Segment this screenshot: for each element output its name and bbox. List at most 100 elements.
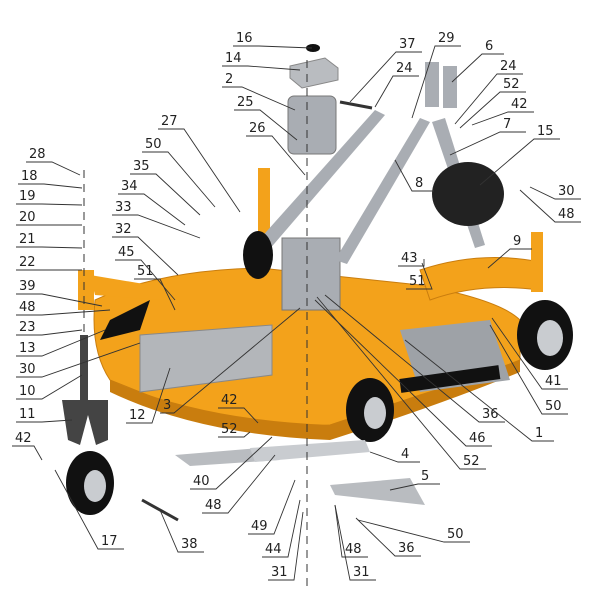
callout-27: 27 [158, 114, 241, 213]
leader-line [202, 454, 276, 514]
bracket-plate [425, 62, 439, 107]
callout-52: 52 [218, 422, 251, 438]
leader-line [54, 469, 124, 550]
callout-number: 18 [21, 169, 38, 184]
callout-number: 48 [345, 542, 362, 557]
callout-number: 52 [221, 422, 238, 437]
leader-line [234, 109, 298, 141]
callout-number: 28 [29, 147, 46, 162]
callout-number: 31 [353, 565, 370, 580]
callout-number: 25 [237, 95, 254, 110]
leader-line [16, 203, 83, 206]
callout-number: 7 [503, 117, 511, 132]
callout-36: 36 [355, 517, 421, 557]
callout-42: 42 [218, 393, 259, 424]
callout-9: 9 [487, 234, 532, 269]
callout-number: 43 [401, 251, 418, 266]
leader-line [218, 431, 251, 438]
leader-line [459, 91, 526, 129]
leader-line [134, 278, 176, 311]
leader-line [16, 419, 73, 423]
callout-42: 42 [471, 97, 534, 126]
callout-52: 52 [316, 296, 486, 470]
callout-number: 52 [463, 454, 480, 469]
callout-21: 21 [16, 232, 83, 249]
callout-number: 44 [265, 542, 282, 557]
leader-line [16, 374, 83, 400]
callout-number: 5 [421, 469, 429, 484]
leader-line [479, 138, 560, 186]
callout-35: 35 [130, 159, 201, 216]
leader-line [222, 65, 301, 71]
callout-51: 51 [134, 264, 176, 311]
callout-50: 50 [489, 324, 568, 415]
deck-parts [62, 44, 573, 590]
link-arm-left [250, 110, 385, 258]
leader-line [398, 259, 425, 267]
caster-post-right [531, 232, 543, 292]
rubber-flap-left [100, 300, 150, 340]
frame-arm-left [90, 275, 160, 300]
callout-number: 33 [115, 200, 132, 215]
callout-1: 1 [404, 339, 554, 442]
caster-post-left [258, 168, 270, 238]
leader-line [487, 248, 532, 269]
leader-line [316, 296, 486, 470]
callout-52: 52 [459, 77, 526, 129]
callout-3: 3 [160, 307, 301, 414]
callout-29: 29 [411, 31, 461, 119]
leader-line [16, 329, 83, 336]
callout-31: 31 [268, 511, 304, 581]
callout-number: 41 [545, 374, 562, 389]
callout-14: 14 [222, 51, 301, 71]
callout-number: 40 [193, 474, 210, 489]
callout-number: 16 [236, 31, 253, 46]
callout-number: 49 [251, 519, 268, 534]
leader-line [218, 407, 259, 424]
caster-hub-right [537, 320, 563, 356]
leader-line [314, 299, 492, 447]
callout-number: 24 [396, 61, 413, 76]
callout-number: 42 [221, 393, 238, 408]
callout-34: 34 [118, 179, 186, 226]
callout-number: 3 [163, 398, 171, 413]
callout-13: 13 [16, 329, 106, 357]
callout-40: 40 [190, 436, 273, 490]
leader-line [324, 294, 505, 423]
leader-line [112, 236, 179, 276]
callout-number: 19 [19, 189, 36, 204]
leader-line [112, 214, 201, 239]
callout-number: 21 [19, 232, 36, 247]
frame-arm-right [419, 257, 541, 301]
callout-43: 43 [398, 251, 425, 267]
leader-line [374, 75, 419, 108]
leader-line [190, 436, 273, 490]
side-guard-plate [139, 324, 273, 393]
callout-33: 33 [112, 200, 201, 239]
callout-2: 2 [222, 72, 296, 111]
callout-number: 2 [225, 72, 233, 87]
leader-line [334, 504, 376, 581]
callout-number: 23 [19, 320, 36, 335]
leader-line [357, 519, 470, 543]
callout-number: 13 [19, 341, 36, 356]
bolt-37 [339, 100, 373, 110]
callout-number: 8 [415, 176, 423, 191]
leader-line [355, 517, 421, 557]
callout-11: 11 [16, 407, 73, 423]
callout-number: 12 [129, 408, 146, 423]
leader-line [142, 151, 216, 208]
leader-line [471, 111, 534, 126]
leader-line [16, 329, 106, 357]
callout-5: 5 [389, 469, 440, 491]
gearbox-cover [287, 95, 337, 155]
callout-23: 23 [16, 320, 83, 336]
leader-line [369, 451, 420, 463]
leader-line [233, 45, 313, 49]
callout-number: 20 [19, 210, 36, 225]
leader-line [454, 73, 523, 125]
callout-39: 39 [16, 279, 103, 307]
callout-30: 30 [16, 342, 141, 378]
callout-48: 48 [334, 504, 368, 558]
